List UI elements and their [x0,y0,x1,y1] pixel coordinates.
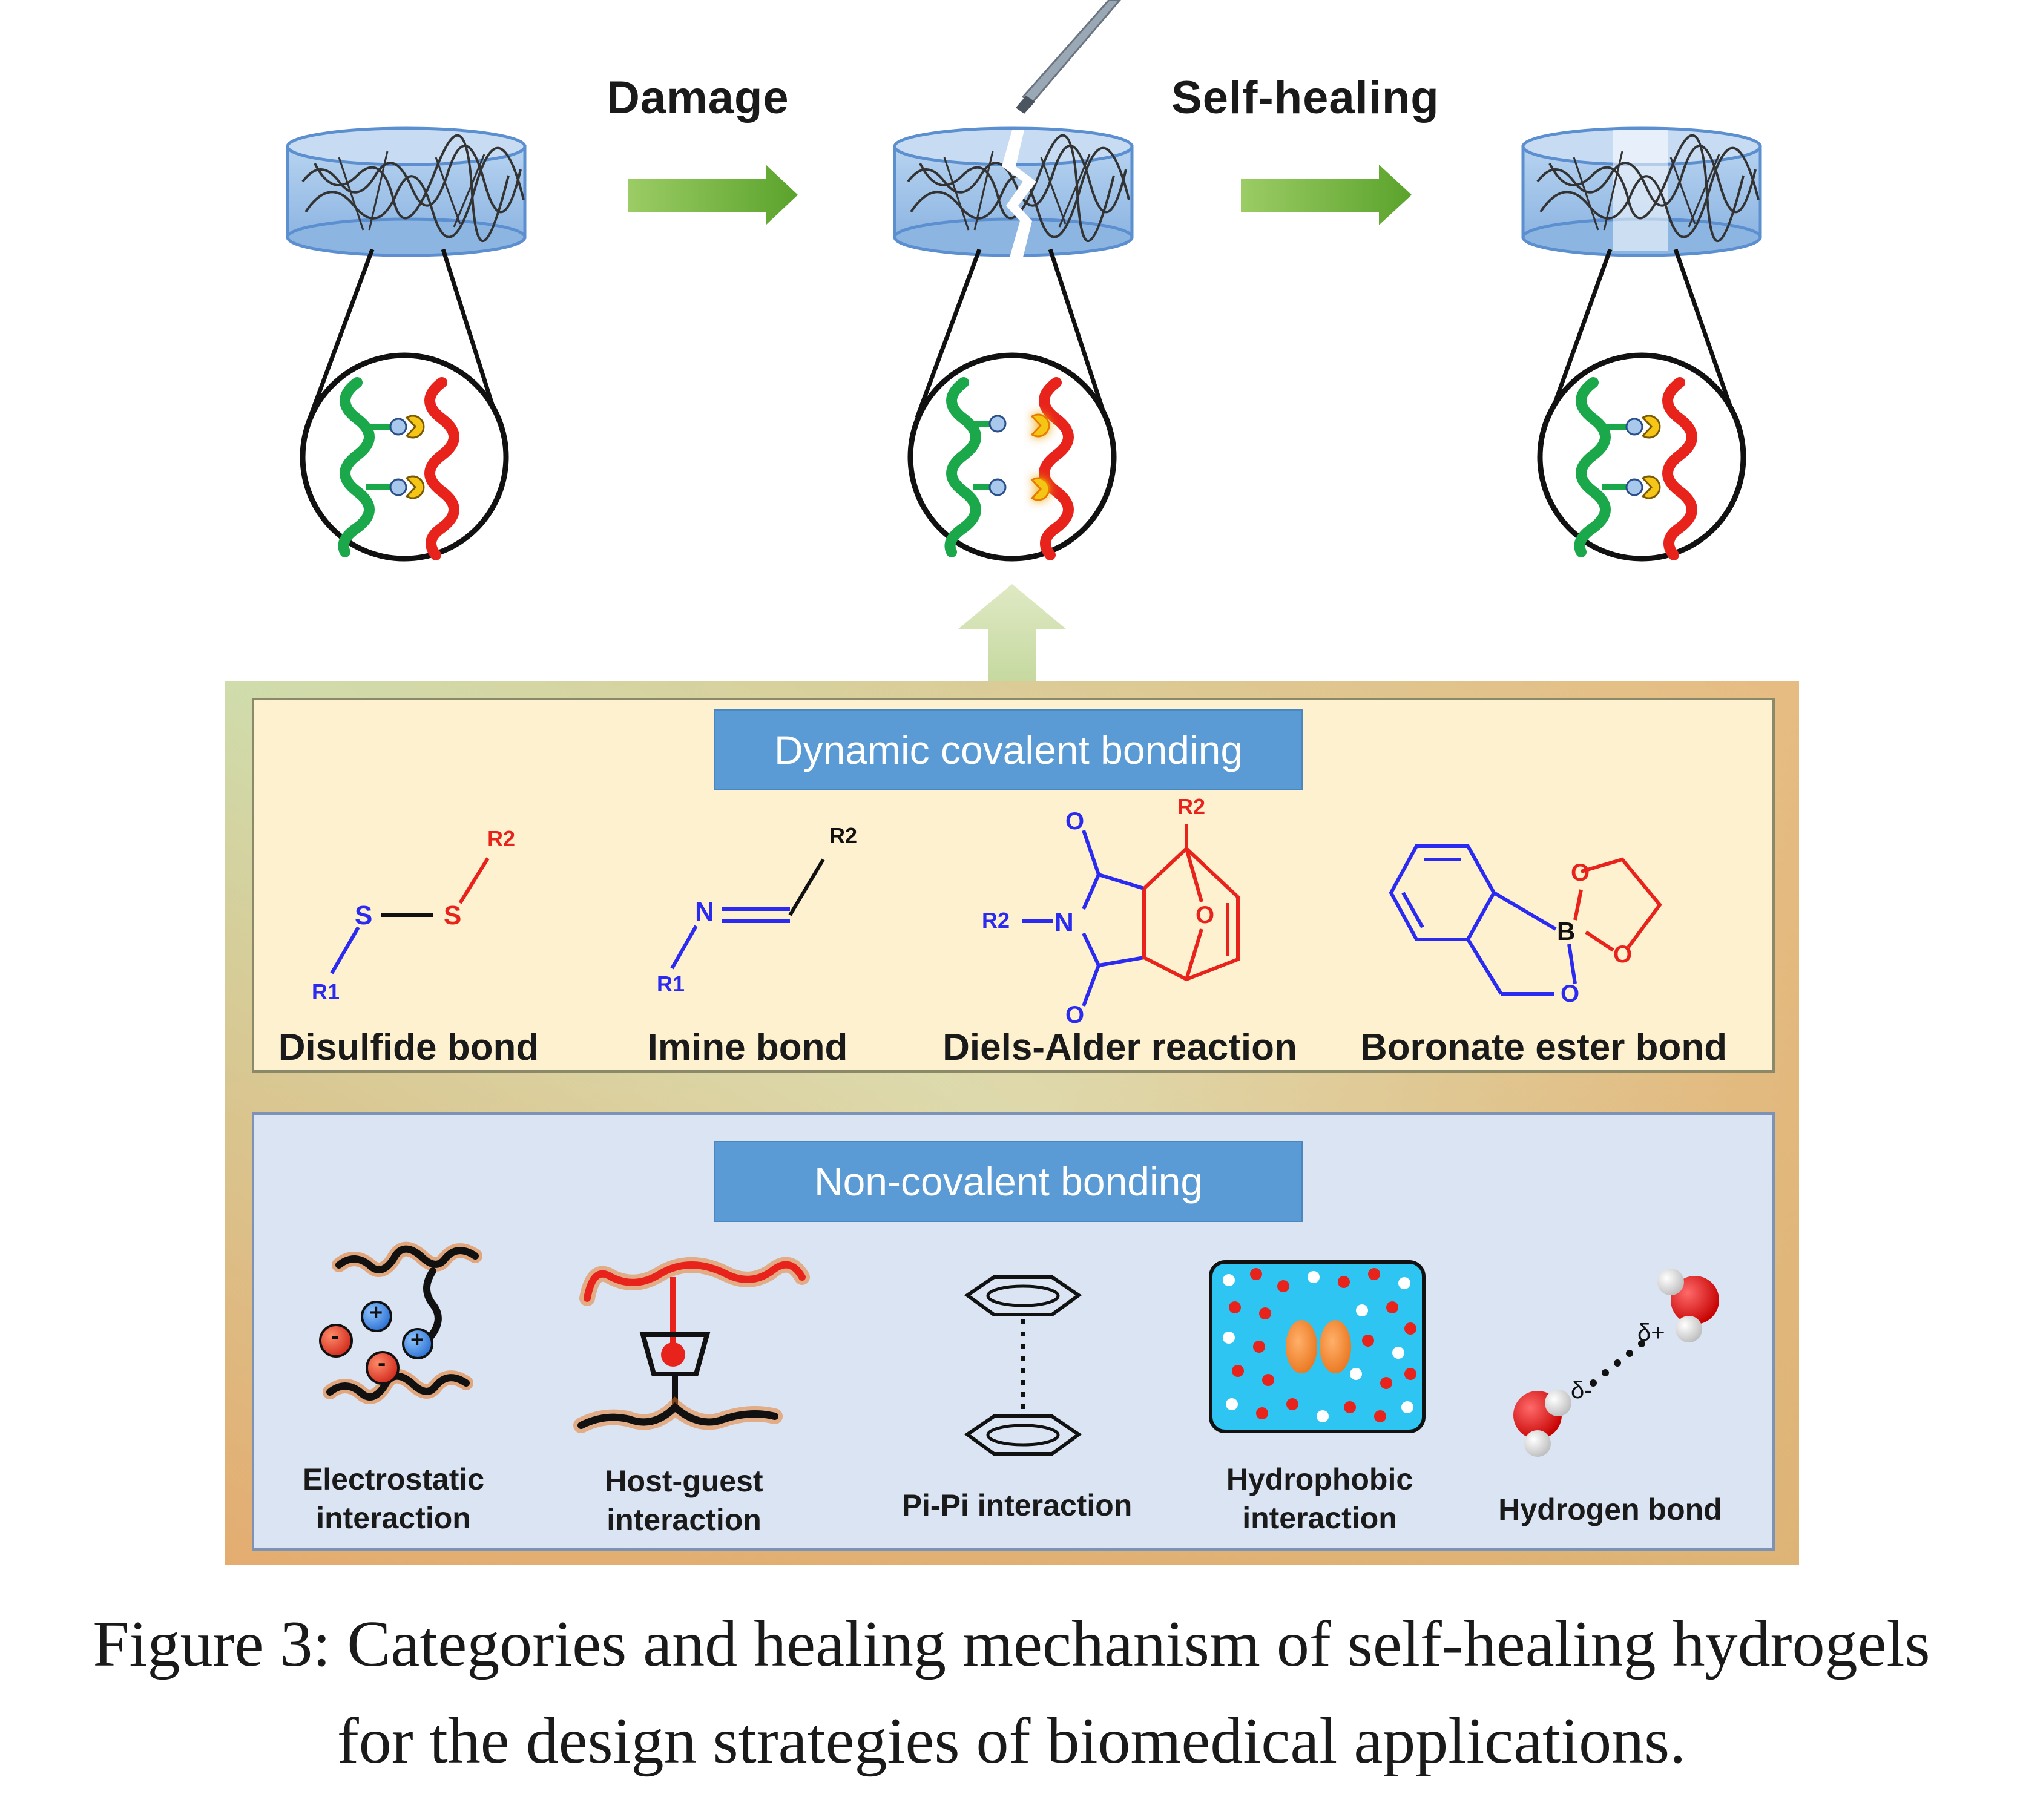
da-r2-top: R2 [1177,794,1206,819]
charge-plus-2: + [410,1327,424,1353]
water-dot [1259,1307,1271,1319]
disulfide-r2: R2 [487,826,516,851]
zoom-circle-original [300,352,509,562]
water-dot [1404,1368,1416,1380]
boronate-label: Boronate ester bond [1360,1027,1728,1068]
water-dot [1392,1347,1404,1359]
dynamic-covalent-title: Dynamic covalent bonding [714,709,1303,790]
damage-arrow [628,165,798,225]
boronate-o2: O [1613,941,1633,968]
zoom-circle-damaged [907,352,1117,562]
da-o-bridge: O [1196,902,1215,928]
da-n: N [1054,908,1074,938]
noncovalent-title: Non-covalent bonding [714,1141,1303,1222]
pi-pi-label: Pi-Pi interaction [901,1488,1133,1522]
imine-structure [670,858,825,970]
water-dot [1338,1276,1350,1288]
figure-caption-line1: Figure 3: Categories and healing mechani… [93,1608,1930,1680]
disulfide-label: Disulfide bond [278,1027,539,1068]
water-dot [1344,1401,1356,1413]
da-o-top: O [1065,808,1085,835]
figure-caption-line2: for the design strategies of biomedical … [337,1705,1686,1777]
water-dot [1286,1398,1298,1410]
delta-minus: δ- [1571,1377,1593,1404]
water-dot [1404,1322,1416,1335]
hydrogen-bond-icon [1513,1269,1719,1457]
da-o-bottom: O [1065,1002,1085,1028]
water-dot [1250,1268,1262,1280]
imine-r1: R1 [657,971,685,996]
imine-n: N [695,897,714,927]
water-dot [1368,1268,1380,1280]
water-dot [1226,1398,1238,1410]
host-guest-label: Host-guest interaction [605,1464,763,1537]
da-r2-left: R2 [982,908,1010,933]
self-healing-diagram [225,0,1799,1565]
self-healing-arrow [1241,165,1412,225]
magnifier-lines [308,248,1737,419]
water-dot [1374,1410,1386,1422]
gel-healed [1521,126,1762,257]
water-dot [1256,1407,1268,1419]
water-dot [1262,1374,1274,1386]
electrostatic-label: Electrostatic interaction [302,1462,485,1535]
charge-minus-1: - [331,1322,340,1349]
water-dot [1277,1280,1289,1292]
pi-pi-icon [964,1275,1082,1456]
water-dot [1223,1274,1235,1286]
boronate-o1: O [1571,859,1590,886]
water-dot [1386,1301,1398,1313]
electrostatic-icon [319,1241,482,1404]
water-dot [1401,1401,1413,1413]
water-dot [1350,1368,1362,1380]
water-dot [1398,1277,1410,1289]
water-dot [1232,1365,1244,1377]
atom-labels: S S R1 R2 N R1 R2 R2 N O O O R2 B O O O … [312,794,1665,1404]
hydrophobic-icon [1209,1260,1426,1433]
self-healing-label: Self-healing [1171,72,1439,123]
disulfide-s1: S [355,901,373,930]
water-dot [1356,1304,1368,1316]
up-arrow [958,584,1067,681]
boronate-structure [1389,844,1662,996]
water-dot [1380,1377,1392,1389]
water-dot [1308,1271,1320,1283]
diels-alder-structure [1022,824,1240,1007]
charge-plus-1: + [369,1300,383,1326]
water-dot [1253,1341,1265,1353]
diels-alder-label: Diels-Alder reaction [942,1027,1297,1068]
scalpel-icon [1016,0,1121,114]
imine-label: Imine bond [647,1027,848,1068]
disulfide-r1: R1 [312,979,340,1004]
water-dot [1229,1301,1241,1313]
gel-original [286,126,527,257]
disulfide-structure [330,857,490,974]
gel-damaged [893,126,1134,257]
disulfide-s2: S [444,901,462,930]
boronate-b: B [1557,917,1576,945]
imine-r2: R2 [829,823,858,848]
charge-minus-2: - [378,1350,386,1376]
water-dot [1317,1410,1329,1422]
zoom-circle-healed [1537,352,1746,562]
boronate-o3: O [1561,981,1580,1007]
host-guest-icon [573,1257,810,1433]
water-dot [1362,1335,1374,1347]
delta-plus: δ+ [1637,1319,1665,1346]
water-dot [1223,1332,1235,1344]
hydrogen-bond-label: Hydrogen bond [1498,1493,1722,1526]
hydrophobic-label: Hydrophobic interaction [1226,1462,1413,1535]
damage-label: Damage [607,72,789,123]
